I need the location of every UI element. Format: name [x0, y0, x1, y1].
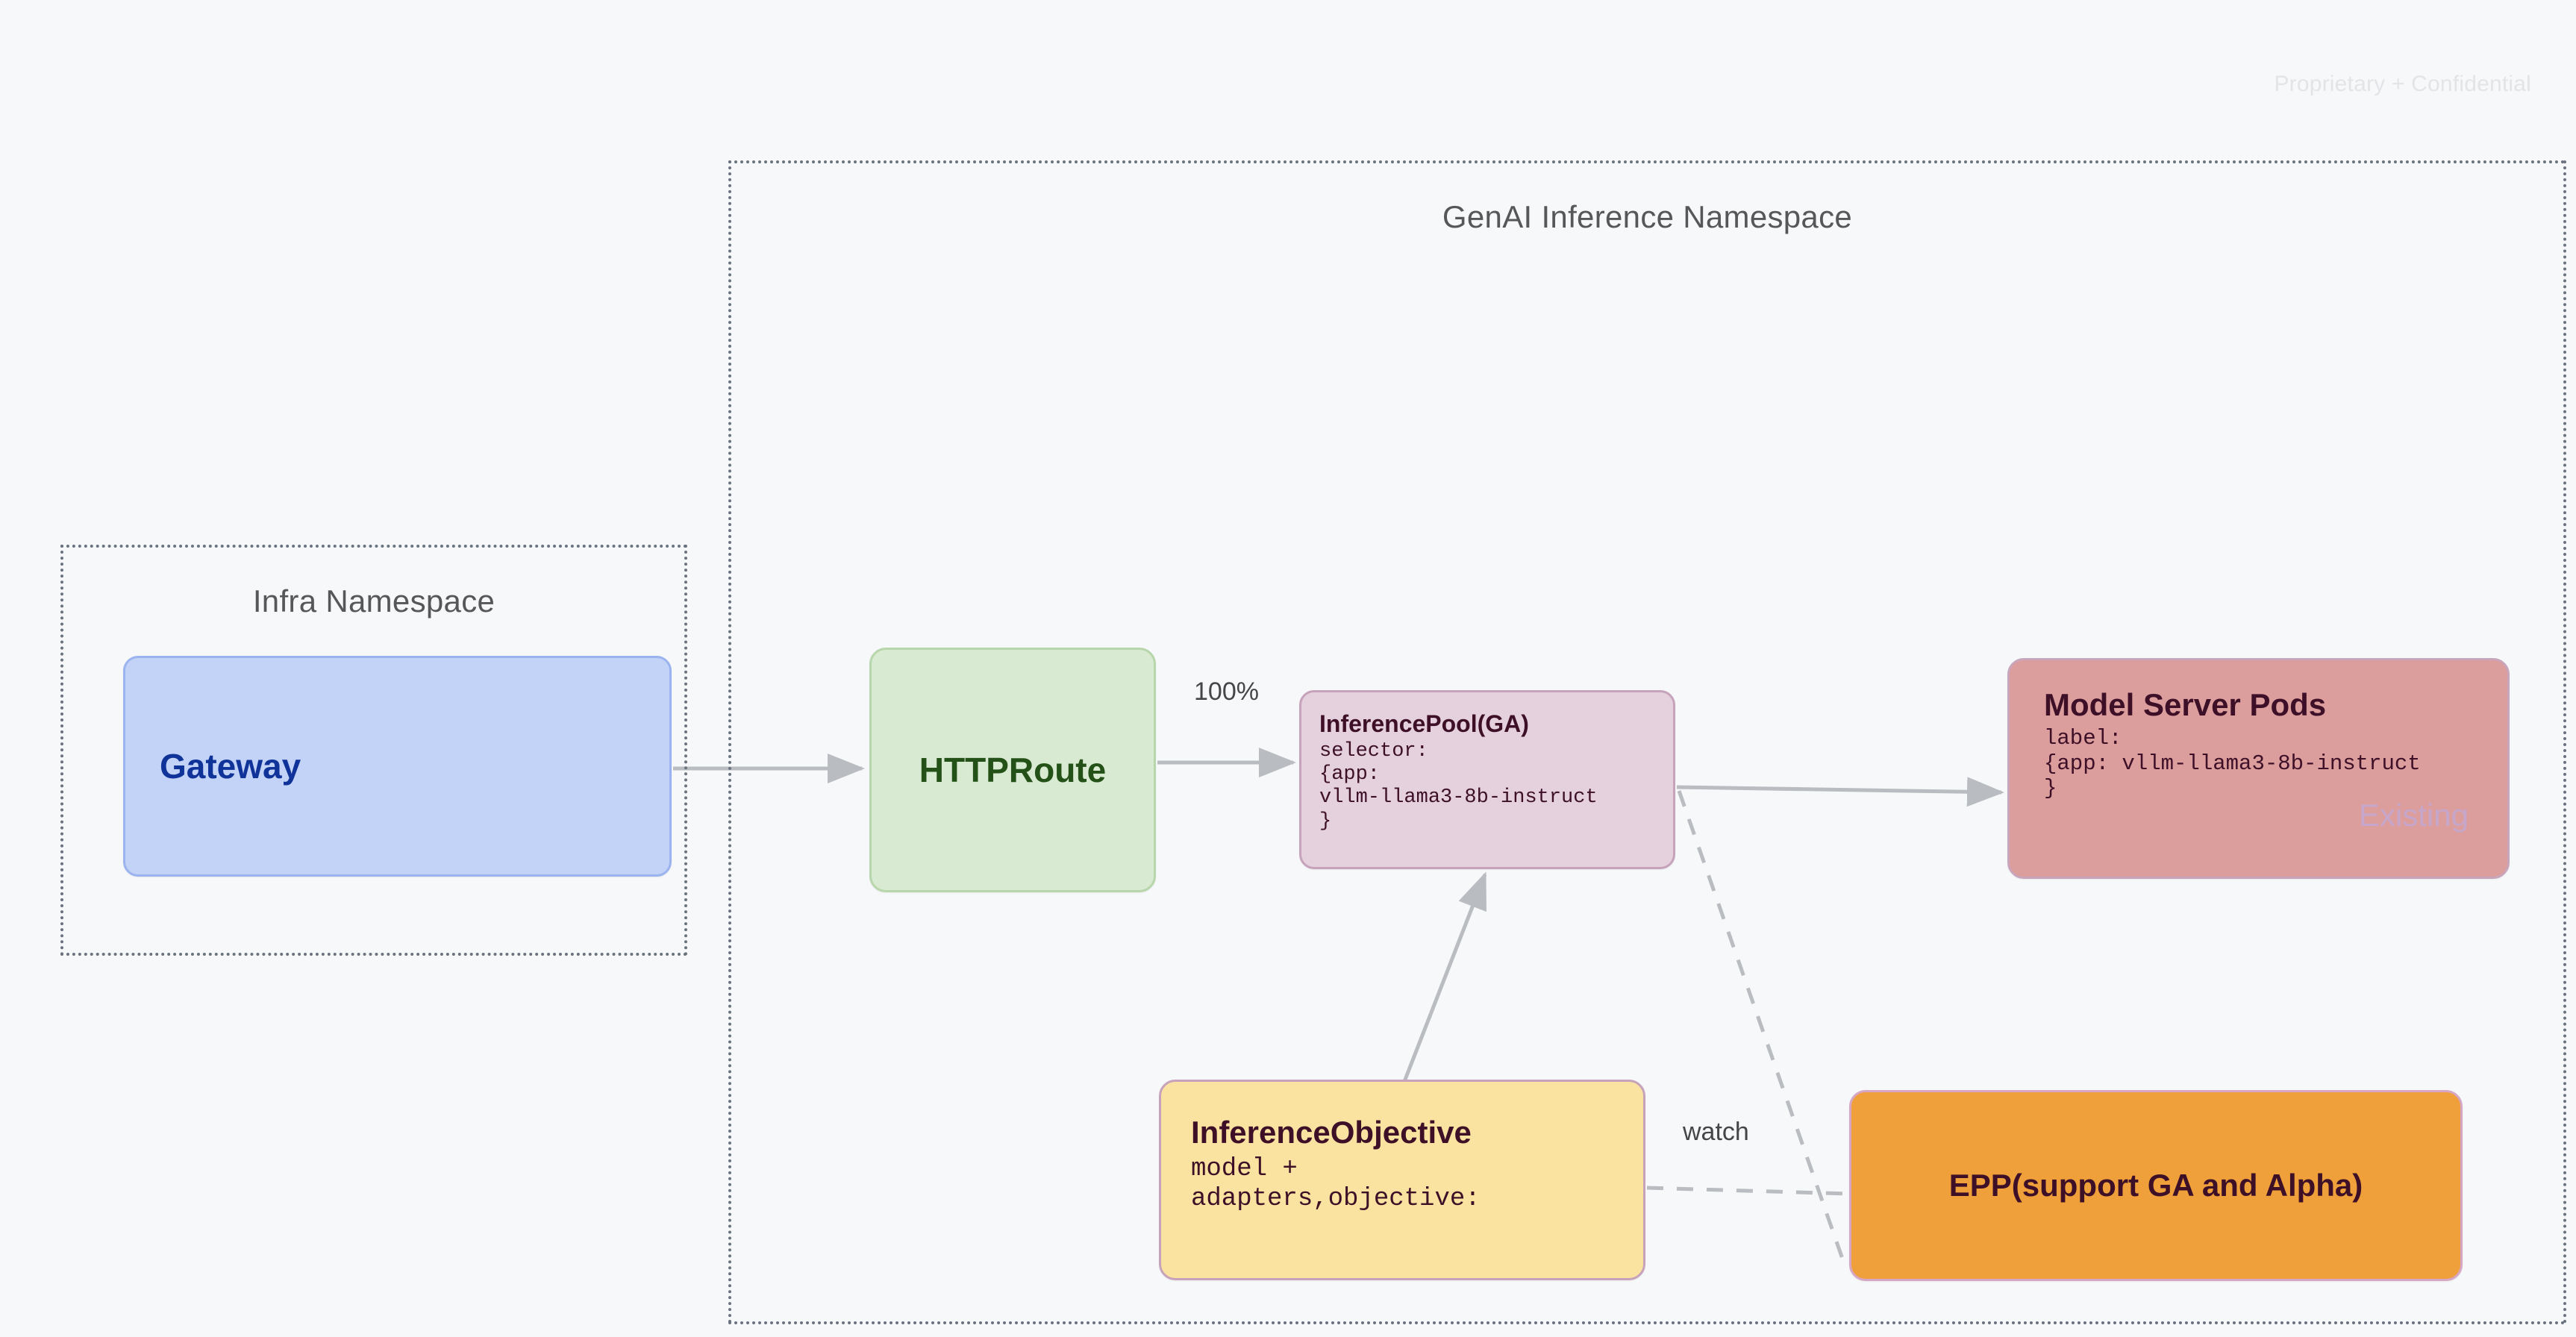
node-model-server-pods-title: Model Server Pods — [2044, 687, 2327, 722]
node-inference-objective-title: InferenceObjective — [1191, 1115, 1472, 1150]
node-gateway-title: Gateway — [160, 746, 301, 786]
node-epp-title: EPP(support GA and Alpha) — [1948, 1167, 2363, 1203]
node-httproute-title: HTTPRoute — [919, 750, 1107, 789]
genai-inference-namespace-label: GenAI Inference Namespace — [1442, 199, 1853, 234]
existing-badge: Existing — [2358, 798, 2469, 833]
node-epp[interactable]: EPP(support GA and Alpha) — [1849, 1090, 2463, 1281]
infra-namespace-container: Infra Namespace — [60, 545, 687, 956]
infra-namespace-label: Infra Namespace — [252, 583, 495, 619]
node-gateway[interactable]: Gateway — [123, 656, 672, 877]
node-inferencepool-body: selector: {app: vllm-llama3-8b-instruct … — [1319, 739, 1598, 833]
node-inference-objective[interactable]: InferenceObjective model + adapters,obje… — [1159, 1080, 1645, 1280]
genai-inference-namespace-container: GenAI Inference Namespace — [728, 160, 2566, 1324]
edge-label-watch: watch — [1683, 1118, 1749, 1146]
node-httproute[interactable]: HTTPRoute — [869, 648, 1156, 892]
node-model-server-pods[interactable]: Model Server Pods label: {app: vllm-llam… — [2007, 658, 2510, 879]
node-model-server-pods-body: label: {app: vllm-llama3-8b-instruct } — [2044, 726, 2421, 801]
node-inferencepool[interactable]: InferencePool(GA) selector: {app: vllm-l… — [1299, 690, 1675, 869]
node-inferencepool-title: InferencePool(GA) — [1319, 710, 1529, 737]
proprietary-confidential-watermark: Proprietary + Confidential — [2274, 72, 2531, 96]
node-inference-objective-body: model + adapters,objective: — [1191, 1155, 1481, 1213]
edge-label-traffic-weight: 100% — [1194, 677, 1259, 706]
